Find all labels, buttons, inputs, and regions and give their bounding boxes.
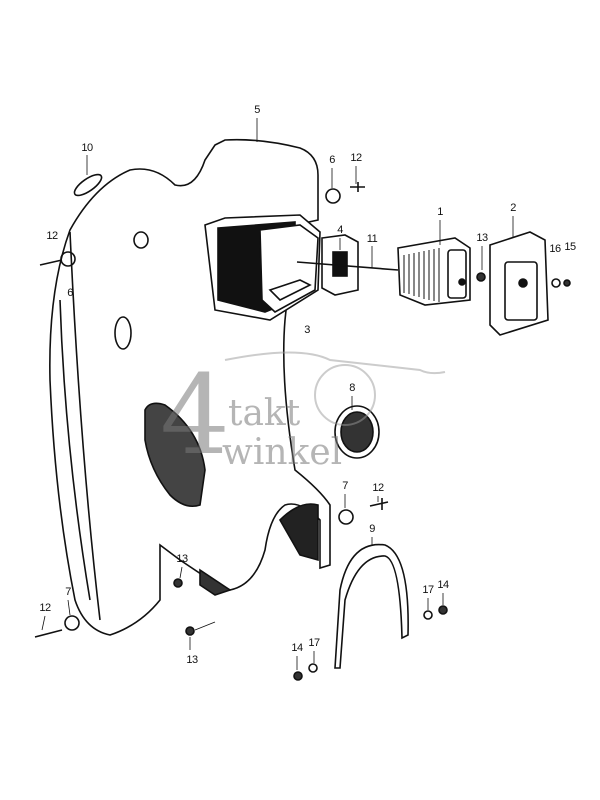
part-label: 2 (510, 202, 516, 214)
part-label: 10 (81, 142, 93, 154)
part-label: 9 (369, 523, 375, 535)
part-label: 8 (349, 382, 355, 394)
part-label: 14 (437, 579, 449, 591)
part-label: 16 (549, 243, 561, 255)
part-label: 12 (372, 482, 384, 494)
part-label: 13 (186, 654, 198, 666)
part-label: 12 (350, 152, 362, 164)
part-label: 17 (422, 584, 434, 596)
part-label: 17 (308, 637, 320, 649)
part-label: 6 (67, 287, 73, 299)
band (334, 543, 409, 669)
part-label: 5 (254, 104, 260, 116)
part-label: 15 (564, 241, 576, 253)
part-label: 3 (304, 324, 310, 336)
part-label: 14 (291, 642, 303, 654)
part-label: 13 (176, 553, 188, 565)
watermark-line2: winkel (222, 432, 343, 473)
part-label: 7 (65, 586, 71, 598)
part-label: 11 (366, 233, 378, 245)
part-label: 12 (39, 602, 51, 614)
part-label: 13 (476, 232, 488, 244)
part-label: 7 (342, 480, 348, 492)
part-label: 1 (437, 206, 443, 218)
watermark-digit: 4 (160, 351, 230, 479)
part-label: 6 (329, 154, 335, 166)
part-label: 12 (46, 230, 58, 242)
watermark-line1: takt (228, 393, 301, 434)
part-label: 4 (337, 224, 343, 236)
